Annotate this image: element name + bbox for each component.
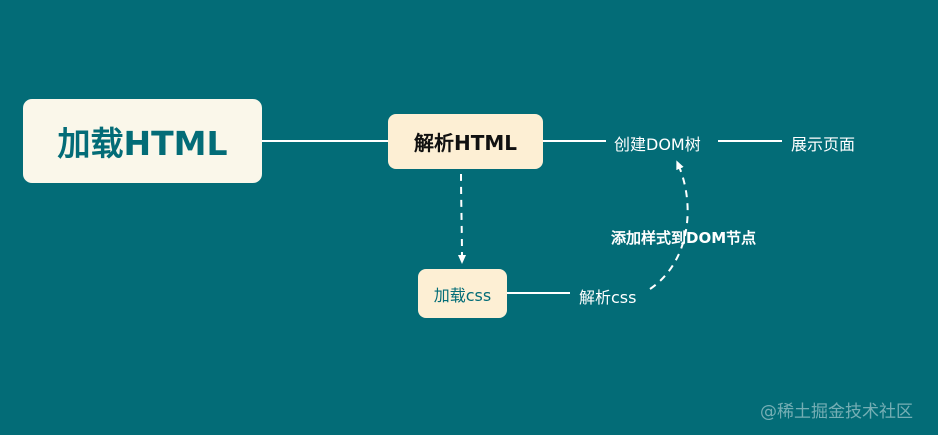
node-load-html: 加载HTML <box>23 99 262 183</box>
node-parse-html: 解析HTML <box>388 114 543 169</box>
edge-parse-css-to-dom <box>649 160 689 290</box>
node-show-page: 展示页面 <box>791 135 856 154</box>
edge-label-add-style: 添加样式到DOM节点 <box>611 229 757 247</box>
node-load-css: 加载css <box>418 269 507 318</box>
node-create-dom: 创建DOM树 <box>614 135 701 154</box>
edge-parse-html-to-load-css <box>457 173 466 264</box>
node-load-css-label: 加载css <box>433 285 492 305</box>
node-load-html-label: 加载HTML <box>57 124 228 163</box>
node-parse-html-label: 解析HTML <box>413 131 518 155</box>
watermark: @稀土掘金技术社区 <box>760 402 913 422</box>
node-parse-css: 解析css <box>579 288 637 307</box>
